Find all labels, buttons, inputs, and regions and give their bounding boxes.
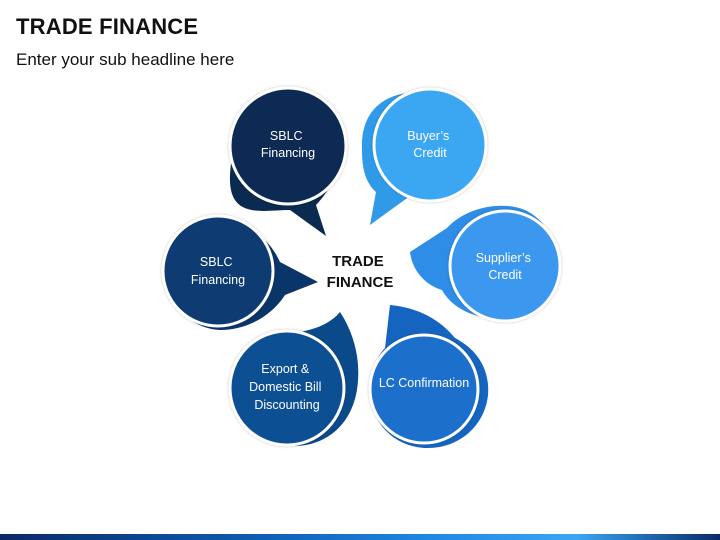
center-label: TRADE FINANCE xyxy=(327,253,394,291)
node-label-line: Credit xyxy=(413,146,447,160)
node-label-line: Export & xyxy=(261,362,310,376)
node-lc-confirmation: LC Confirmation xyxy=(368,305,489,448)
node-label-line: Buyer’s xyxy=(407,129,449,143)
bottom-accent-bar xyxy=(0,534,720,540)
node-label: SBLC Financing xyxy=(191,255,245,287)
node-buyers-credit: Buyer’s Credit xyxy=(361,87,488,225)
node-circle xyxy=(372,87,488,203)
node-circle xyxy=(368,333,480,445)
node-label-line: Supplier’s xyxy=(476,251,531,265)
node-label-line: Domestic Bill xyxy=(249,380,321,394)
node-label-line: Financing xyxy=(191,273,245,287)
node-export-domestic-bill-discounting: Export & Domestic Bill Discounting xyxy=(228,312,359,447)
page-title: TRADE FINANCE xyxy=(16,14,199,39)
node-circle xyxy=(228,329,346,447)
node-label: Supplier’s Credit xyxy=(476,251,535,282)
node-label-line: LC Confirmation xyxy=(379,376,469,390)
node-label-line: Credit xyxy=(488,268,522,282)
node-circle xyxy=(448,209,562,323)
node-label: Buyer’s Credit xyxy=(407,129,452,160)
node-label-line: SBLC xyxy=(200,255,233,269)
node-label-line: SBLC xyxy=(270,129,303,143)
center-label-line: TRADE xyxy=(332,253,384,270)
page-subtitle: Enter your sub headline here xyxy=(16,50,235,69)
center-label-line: FINANCE xyxy=(327,274,394,291)
node-label-line: Financing xyxy=(261,146,315,160)
node-circle xyxy=(228,86,348,206)
node-sblc-financing-top: SBLC Financing xyxy=(228,86,348,236)
node-label: LC Confirmation xyxy=(379,376,469,390)
node-label: Export & Domestic Bill Discounting xyxy=(249,362,325,412)
node-label: SBLC Financing xyxy=(261,129,315,160)
node-suppliers-credit: Supplier’s Credit xyxy=(410,205,562,323)
node-label-line: Discounting xyxy=(254,398,319,412)
node-circle xyxy=(161,214,275,328)
node-sblc-financing-left: SBLC Financing xyxy=(161,214,318,330)
